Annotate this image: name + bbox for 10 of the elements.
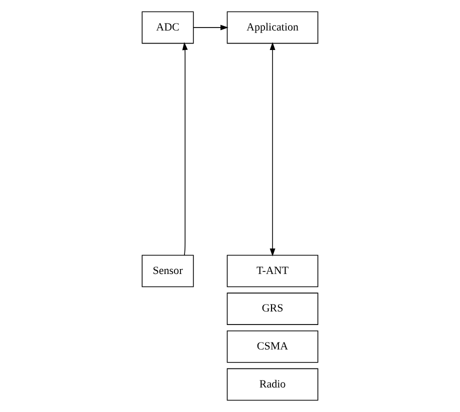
arrow — [193, 24, 228, 30]
arrow — [182, 42, 188, 256]
arrow — [270, 42, 276, 256]
node-box: T-ANT — [226, 254, 318, 288]
node-box: CSMA — [226, 330, 318, 363]
node-box: GRS — [226, 292, 318, 325]
node-box: ADC — [142, 11, 194, 44]
node-box: Application — [226, 11, 318, 44]
node-box: Radio — [226, 368, 318, 401]
node-box: Sensor — [142, 254, 194, 288]
